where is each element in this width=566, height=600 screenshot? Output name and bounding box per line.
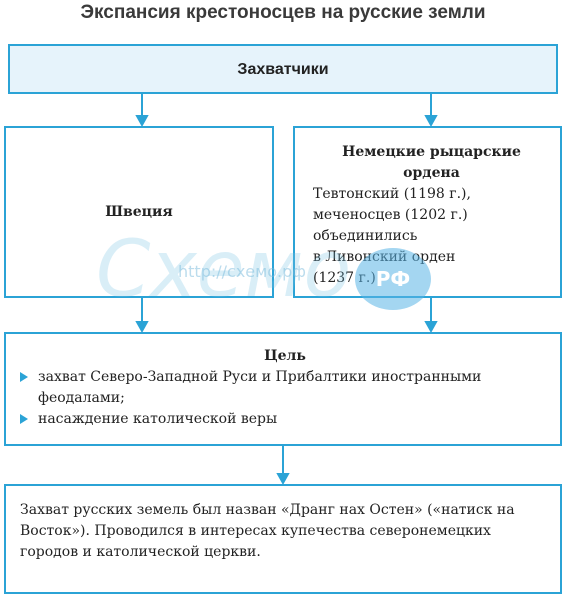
goal-item: захват Северо-Западной Руси и Прибалтики…	[20, 367, 550, 409]
goal-box: Цель захват Северо-Западной Руси и Приба…	[4, 332, 562, 446]
arrowhead-goal-note	[276, 473, 290, 486]
goal-item-text: насаждение католической веры	[38, 411, 278, 427]
orders-line: объединились	[313, 228, 418, 244]
watermark-badge: РФ	[355, 248, 431, 310]
arrowhead-left-goal	[135, 321, 149, 334]
watermark-url: http://схемо.рф	[178, 262, 306, 281]
bullet-triangle-icon	[20, 372, 28, 382]
orders-heading: Немецкие рыцарские ордена	[342, 144, 521, 181]
watermark-logo: Схемо	[96, 225, 352, 315]
orders-line: Тевтонский (1198 г.),	[313, 186, 471, 202]
arrowhead-header-left	[135, 115, 149, 128]
arrowhead-right-goal	[424, 321, 438, 334]
arrowhead-header-right	[424, 115, 438, 128]
goal-item-text: захват Северо-Западной Руси и Прибалтики…	[38, 369, 482, 406]
note-box: Захват русских земель был назван «Дранг …	[4, 484, 562, 594]
invaders-header: Захватчики	[8, 44, 558, 94]
note-text: Захват русских земель был назван «Дранг …	[20, 502, 515, 560]
goal-heading: Цель	[264, 348, 306, 364]
bullet-triangle-icon	[20, 414, 28, 424]
sweden-label: Швеция	[105, 203, 173, 220]
goal-item: насаждение католической веры	[20, 409, 550, 430]
orders-line: меченосцев (1202 г.)	[313, 207, 468, 223]
diagram-title: Экспансия крестоносцев на русские земли	[80, 2, 486, 23]
sweden-box: Швеция	[4, 126, 274, 298]
